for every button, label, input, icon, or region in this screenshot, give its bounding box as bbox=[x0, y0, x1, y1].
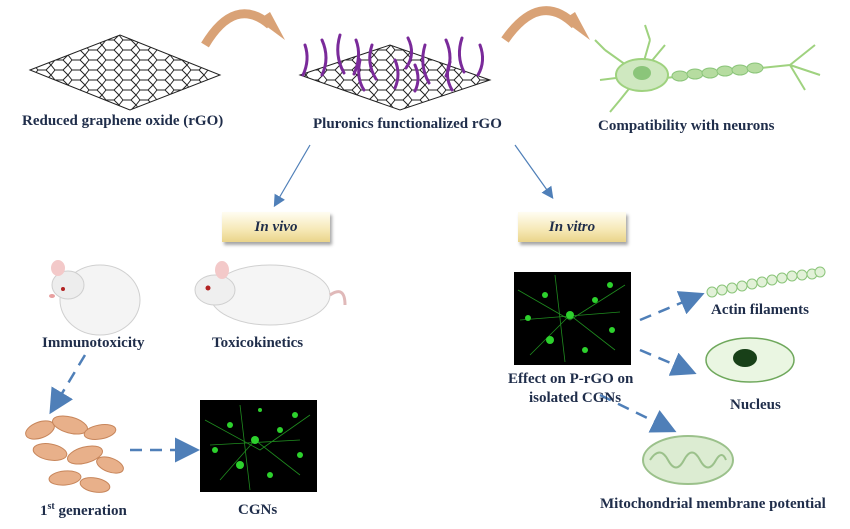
effect-label-line2: isolated CGNs bbox=[529, 390, 622, 406]
immunotoxicity-label: Immunotoxicity bbox=[42, 335, 145, 351]
rgo-label: Reduced graphene oxide (rGO) bbox=[22, 113, 224, 129]
toxicokinetics-label: Toxicokinetics bbox=[212, 335, 304, 351]
cgns-label: CGNs bbox=[238, 502, 278, 518]
generation-word: generation bbox=[54, 503, 127, 519]
nucleus-label: Nucleus bbox=[730, 397, 781, 413]
pluronic-chains bbox=[301, 33, 485, 93]
prgo-label: Pluronics functionalized rGO bbox=[313, 116, 502, 132]
generation-ordinal: st bbox=[47, 501, 55, 512]
effect-label-line1: Effect on P-rGO on bbox=[508, 371, 634, 387]
first-generation-label: 1st generation bbox=[40, 501, 127, 520]
generation-number: 1 bbox=[40, 503, 48, 519]
in-vitro-box: In vitro bbox=[518, 212, 626, 242]
actin-label: Actin filaments bbox=[711, 302, 809, 318]
neurons-label: Compatibility with neurons bbox=[598, 118, 775, 134]
mito-label: Mitochondrial membrane potential bbox=[600, 496, 826, 512]
in-vivo-box: In vivo bbox=[222, 212, 330, 242]
